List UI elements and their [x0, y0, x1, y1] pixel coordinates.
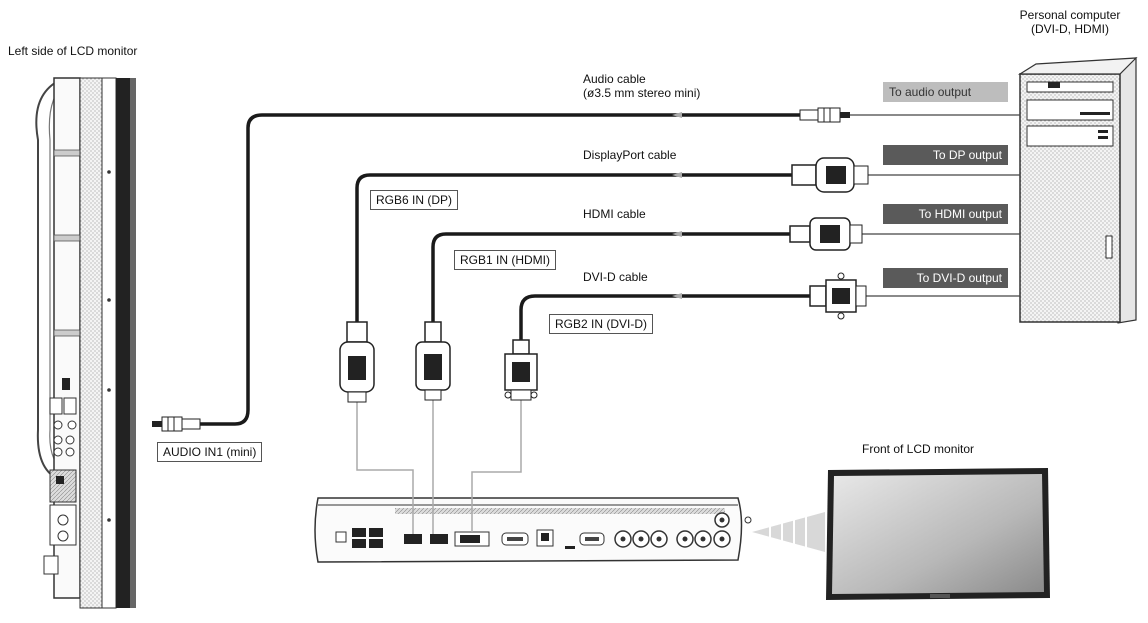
- dvi-plug-icon: [809, 272, 867, 320]
- audio-cable-label-line1: Audio cable: [583, 72, 646, 86]
- front-heading: Front of LCD monitor: [862, 442, 975, 456]
- audio-cable-label: Audio cable (ø3.5 mm stereo mini): [583, 72, 700, 100]
- lcd-monitor-front: [752, 468, 1050, 600]
- dvi-cable-label: DVI-D cable: [583, 270, 648, 284]
- displayport-cable-label: DisplayPort cable: [583, 148, 677, 162]
- cable-arrows: [672, 112, 682, 299]
- pc-heading: Personal computer (DVI-D, HDMI): [985, 8, 1148, 36]
- hdmi-plug-icon: [789, 217, 863, 251]
- displayport-plug-icon: [791, 157, 869, 193]
- hdmi-plug-icon: [415, 321, 451, 401]
- hdmi-output-tag: To HDMI output: [883, 204, 1008, 224]
- audio-plug-icon: [799, 107, 850, 123]
- rgb6-in-label: RGB6 IN (DP): [370, 190, 459, 210]
- cables: [200, 113, 810, 426]
- dp-output-tag: To DP output: [883, 145, 1008, 165]
- input-terminal-panel: [314, 497, 752, 563]
- pc-heading-line1: Personal computer: [1019, 8, 1121, 22]
- audio-output-tag: To audio output: [883, 82, 1008, 102]
- audio-in-label: AUDIO IN1 (mini): [157, 442, 263, 462]
- lcd-monitor-side: [35, 77, 136, 609]
- audio-cable-label-line2: (ø3.5 mm stereo mini): [583, 86, 701, 100]
- leader-lines: [356, 400, 522, 534]
- audio-plug-icon: [152, 416, 201, 432]
- left-side-heading: Left side of LCD monitor: [8, 44, 138, 58]
- displayport-plug-icon: [339, 321, 375, 403]
- pc-heading-line2: (DVI-D, HDMI): [1031, 22, 1109, 36]
- hdmi-cable-label: HDMI cable: [583, 207, 646, 221]
- dvi-output-tag: To DVI-D output: [883, 268, 1008, 288]
- dvi-plug-icon: [504, 339, 538, 401]
- rgb1-in-label: RGB1 IN (HDMI): [454, 250, 556, 270]
- personal-computer: [1017, 57, 1138, 324]
- rgb2-in-label: RGB2 IN (DVI-D): [549, 314, 654, 334]
